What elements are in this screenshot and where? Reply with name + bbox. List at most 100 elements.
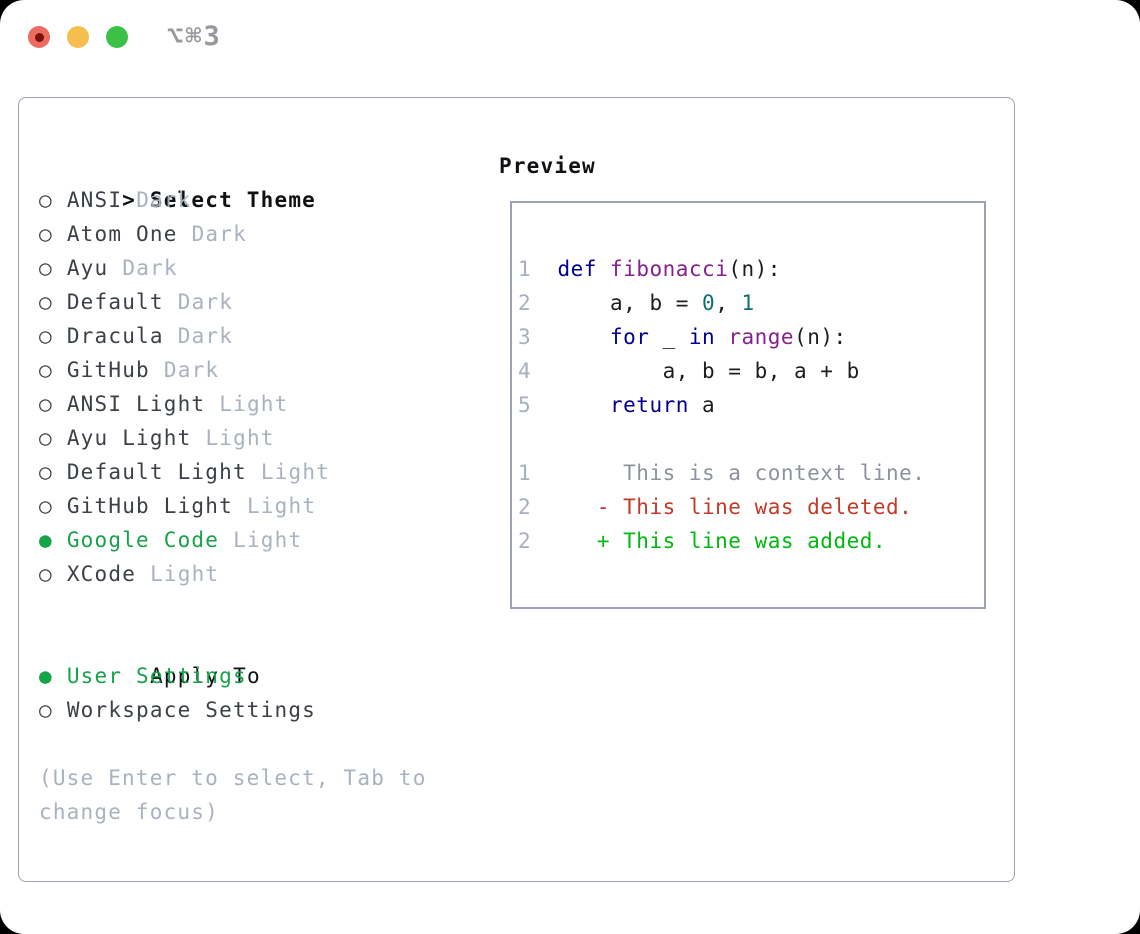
code-segment: _ (649, 325, 689, 349)
option-label: GitHub Light (66, 494, 233, 518)
theme-variant-label: Light (219, 392, 289, 416)
spacer (39, 727, 427, 761)
code-line: 2 - This line was deleted. (518, 490, 984, 524)
theme-variant-label: Dark (177, 290, 234, 314)
code-segment (531, 325, 610, 349)
hint-line-1: (Use Enter to select, Tab to (39, 766, 427, 790)
code-segment: + This line was added. (531, 529, 887, 553)
apply-option-workspace-settings[interactable]: ○ Workspace Settings (39, 693, 427, 727)
line-number (518, 563, 531, 587)
code-segment: 1 (741, 291, 755, 315)
selected-radio-icon: ● (39, 664, 53, 688)
spacer (39, 591, 427, 625)
radio-icon: ○ (39, 324, 53, 348)
code-segment (597, 257, 610, 281)
code-segment: in (688, 325, 716, 349)
hint-line-2: change focus) (39, 800, 219, 824)
close-button[interactable] (28, 26, 50, 48)
theme-variant-label: Dark (136, 188, 192, 212)
keyboard-shortcut-label: ⌥⌘3 (167, 21, 222, 52)
radio-icon: ○ (39, 562, 53, 586)
radio-icon: ○ (39, 426, 53, 450)
theme-option-google-code-light[interactable]: ● Google Code Light (39, 523, 427, 557)
code-line: 3 for _ in range(n): (518, 320, 984, 354)
option-label: User Settings (66, 664, 247, 688)
theme-option-github-dark[interactable]: ○ GitHub Dark (39, 353, 427, 387)
code-segment: range (728, 325, 795, 349)
option-label: Default Light (66, 460, 247, 484)
theme-variant-label: Light (150, 562, 220, 586)
blank-line (518, 218, 984, 252)
option-label: Workspace Settings (66, 698, 317, 722)
line-number: 3 (518, 325, 532, 349)
code-line: 1 def fibonacci(n): (518, 252, 984, 286)
theme-variant-label: Dark (122, 256, 178, 280)
apply-to-options: ● User Settings ○ Workspace Settings (39, 659, 427, 727)
theme-option-ayu-dark[interactable]: ○ Ayu Dark (39, 251, 427, 285)
code-line: 2 a, b = 0, 1 (518, 286, 984, 320)
theme-option-github-light-light[interactable]: ○ GitHub Light Light (39, 489, 427, 523)
line-number: 5 (518, 393, 532, 417)
code-segment: def (557, 257, 597, 281)
theme-variant-label: Dark (177, 324, 234, 348)
blank-line (518, 558, 984, 592)
code-segment: a (688, 393, 716, 417)
line-number: 4 (518, 359, 532, 383)
code-segment: return (610, 393, 689, 417)
option-label: Ayu Light (66, 426, 192, 450)
apply-option-user-settings[interactable]: ● User Settings (39, 659, 427, 693)
theme-option-dracula-dark[interactable]: ○ Dracula Dark (39, 319, 427, 353)
section-title: Select Theme (149, 188, 317, 212)
radio-icon: ○ (39, 256, 53, 280)
blank-line (518, 422, 984, 456)
theme-variant-label: Light (233, 528, 303, 552)
option-label: Atom One (66, 222, 178, 246)
apply-to-header: Apply To (39, 625, 427, 688)
line-number: 2 (518, 291, 532, 315)
option-label: ANSI Light (66, 392, 206, 416)
theme-variant-label: Dark (163, 358, 220, 382)
theme-variant-label: Light (246, 494, 317, 518)
code-segment: for (610, 325, 650, 349)
code-segment: a, b = b, a + b (531, 359, 860, 383)
code-segment (531, 393, 610, 417)
code-line: 5 return a (518, 388, 984, 422)
option-label: GitHub (66, 358, 150, 382)
theme-variant-label: Dark (191, 222, 247, 246)
option-label: Ayu (66, 256, 109, 280)
code-line: 2 + This line was added. (518, 524, 984, 558)
option-label: Dracula (66, 324, 164, 348)
line-number: 2 (518, 529, 532, 553)
theme-option-ansi-light-light[interactable]: ○ ANSI Light Light (39, 387, 427, 421)
radio-icon: ○ (39, 698, 53, 722)
code-segment: - This line was deleted. (531, 495, 913, 519)
focus-caret-icon: > (122, 188, 136, 212)
option-label: Google Code (66, 528, 220, 552)
apply-to-label: Apply To (150, 664, 261, 688)
unsaved-changes-dot (34, 32, 44, 42)
zoom-button[interactable] (106, 26, 128, 48)
code-segment (715, 325, 728, 349)
radio-icon: ○ (39, 392, 53, 416)
option-label: ANSI (66, 188, 123, 212)
radio-icon: ○ (39, 358, 53, 382)
theme-option-atom-one-dark[interactable]: ○ Atom One Dark (39, 217, 427, 251)
theme-variant-label: Light (260, 460, 331, 484)
radio-icon: ○ (39, 290, 53, 314)
radio-icon: ○ (39, 494, 53, 518)
preview-header: Preview (499, 154, 596, 178)
code-segment: (n): (728, 257, 781, 281)
code-line: 4 a, b = b, a + b (518, 354, 984, 388)
selected-radio-icon: ● (39, 528, 53, 552)
minimize-button[interactable] (67, 26, 89, 48)
code-segment: , (715, 291, 742, 315)
radio-icon: ○ (39, 222, 53, 246)
line-number (518, 427, 531, 451)
